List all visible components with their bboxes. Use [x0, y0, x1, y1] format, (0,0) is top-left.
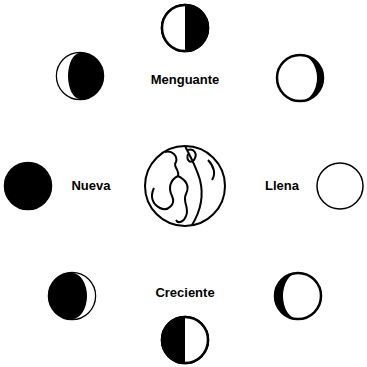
phase-label: Nueva	[71, 179, 110, 193]
phase-label: Creciente	[155, 286, 214, 300]
phase-label: Llena	[265, 179, 299, 193]
earth	[145, 146, 225, 226]
phase-label: Menguante	[151, 73, 220, 87]
